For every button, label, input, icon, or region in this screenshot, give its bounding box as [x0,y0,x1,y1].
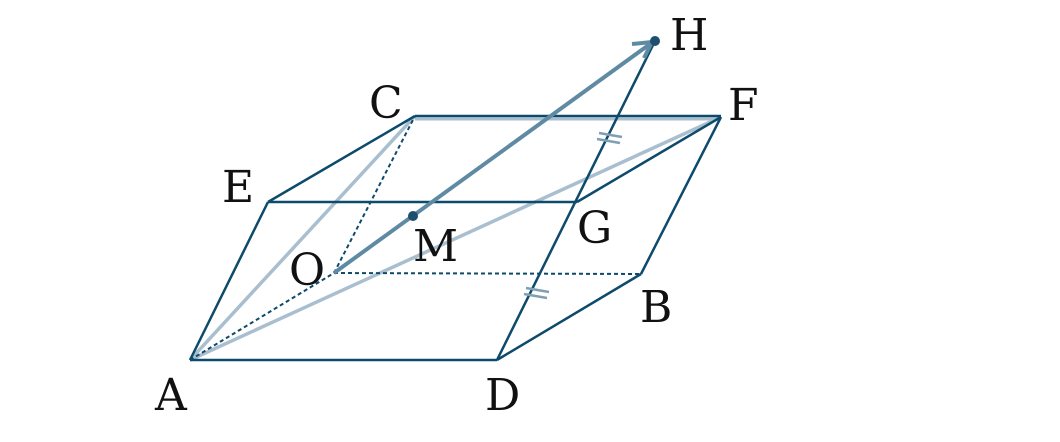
edge-CE [267,114,416,204]
label-H: H [670,10,708,61]
label-A: A [154,370,188,421]
segment-AF [189,115,722,362]
vector-OH [332,42,652,275]
hidden-edge-OB [333,272,642,275]
label-D: D [485,370,520,421]
segment-AC [188,114,417,362]
label-O: O [289,245,325,296]
label-M: M [413,221,458,272]
label-B: B [640,282,672,333]
edge-BF [639,116,723,275]
label-E: E [222,162,254,213]
point-H-dot [650,36,660,46]
point-M-dot [408,211,418,221]
hidden-edge-OC [333,115,416,274]
edge-EA [188,201,270,361]
tick-mark-GH-2 [596,137,621,145]
segment-DH [495,40,657,361]
tick-mark-DG-2 [523,292,548,300]
tick-mark-DG-1 [525,286,550,294]
hidden-edge-AO [189,272,335,361]
edge-GF [576,115,722,204]
label-F: F [728,80,759,131]
label-G: G [577,203,612,254]
edge-DB [496,272,642,362]
label-C: C [369,78,403,129]
tick-mark-GH-1 [598,131,623,139]
